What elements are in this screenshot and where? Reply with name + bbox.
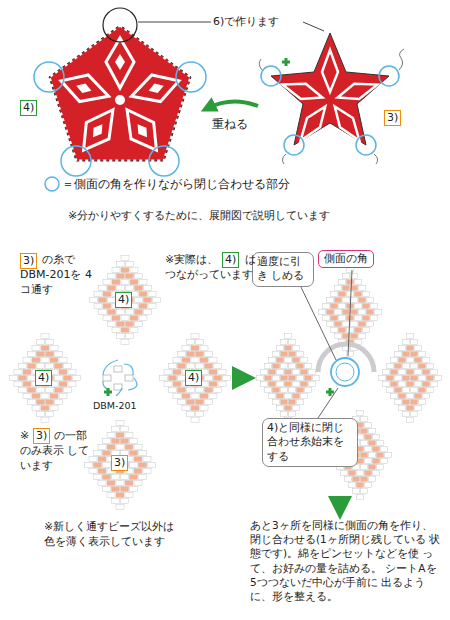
note-text: の一部 のみ表示 しています <box>20 429 90 474</box>
legend-text: ＝側面の角を作りながら閉じ合わせる部分 <box>62 176 290 192</box>
pentagon-figure <box>34 8 206 176</box>
box-text: 3) <box>23 254 34 267</box>
box-text: 側面の角 <box>324 252 368 265</box>
step-number-box: 3) <box>20 253 37 269</box>
callout-box: 適度に引き しめる <box>252 252 314 287</box>
note-text: DBM-201 <box>92 400 138 413</box>
overlay-arrow <box>208 101 258 108</box>
box-text: 3) <box>36 429 47 442</box>
step-number-box: 3) <box>111 455 128 471</box>
step-number-box: 4) <box>20 100 37 116</box>
note-text: ※分かりやすくするために、展開図で説明しています <box>68 209 330 224</box>
note-text: 重ねる <box>212 116 248 132</box>
box-text: 4) <box>23 101 34 114</box>
step-number-box: 4) <box>115 292 132 308</box>
box-text: 3) <box>114 456 125 469</box>
step-number-box: 4) <box>35 370 52 386</box>
corner-detail <box>300 270 374 418</box>
note-text: の糸で DBM-201を 4コ通す <box>20 253 94 298</box>
center-beads <box>103 360 137 396</box>
note-text: ※実際は、 <box>165 253 218 268</box>
leader-line <box>138 22 211 23</box>
note-text: あと3ヶ所を同様に側面の角を作り、 閉じ合わせる(1ヶ所閉じ残している 状態です… <box>250 518 442 603</box>
box-text: 適度に引き しめる <box>257 255 305 282</box>
callout-box: 側面の角 <box>318 250 374 268</box>
note-text: は つながっています <box>165 253 261 283</box>
step-number-box: 4) <box>185 370 202 386</box>
step-arrow <box>232 375 244 381</box>
box-text: 4) <box>118 293 129 306</box>
legend-circle <box>45 177 59 191</box>
step-number-box: 3) <box>384 110 401 126</box>
step-number-box: 3) <box>33 428 50 444</box>
box-text: 3) <box>387 111 398 124</box>
step-number-box: 4) <box>222 252 239 268</box>
note-text: ※ <box>20 429 29 444</box>
bead-sheets <box>10 256 442 510</box>
box-text: 4)と同様に閉じ 合わせ糸始末を する <box>267 421 344 463</box>
note-text: ※新しく通すビーズ以外は 色を薄く表示しています <box>44 520 186 550</box>
leader-line <box>303 22 324 31</box>
box-text: 4) <box>225 253 236 266</box>
callout-box: 4)と同様に閉じ 合わせ糸始末を する <box>262 418 358 467</box>
note-text: 6)で作ります <box>213 15 279 30</box>
box-text: 4) <box>38 371 49 384</box>
star-figure <box>259 33 404 164</box>
step-arrow <box>337 500 343 508</box>
box-text: 4) <box>188 371 199 384</box>
